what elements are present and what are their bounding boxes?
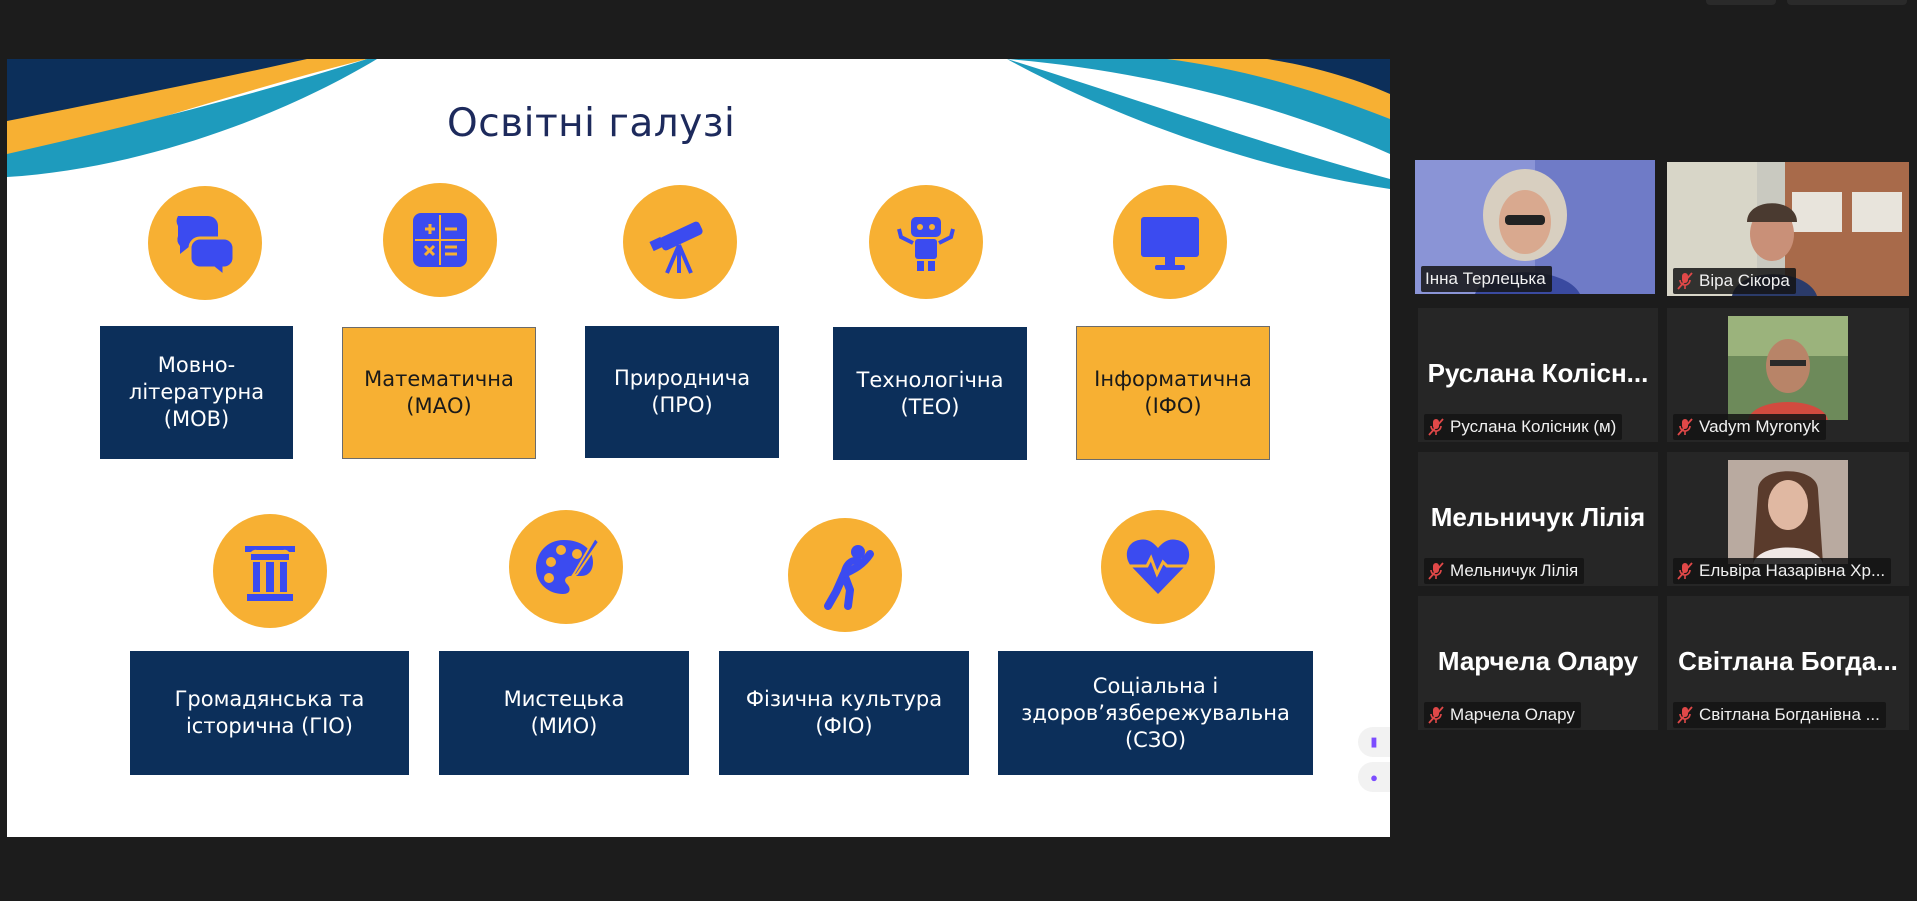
muted-mic-icon [1677,272,1693,290]
telescope-icon [623,185,737,299]
participant-name-label: Світлана Богданівна ... [1673,702,1886,728]
heart-pulse-icon [1101,510,1215,624]
participant-display-name: Руслана Колісн... [1427,358,1649,388]
muted-mic-icon [1428,562,1444,580]
muted-mic-icon [1677,418,1693,436]
participant-tile[interactable]: Марчела Олару Марчела Олару [1418,596,1658,730]
participant-display-name: Марчела Олару [1437,646,1639,676]
participant-tile[interactable]: Мельничук Лілія Мельничук Лілія [1418,452,1658,586]
participant-display-name: Мельничук Лілія [1430,502,1646,532]
participant-video [1728,316,1848,420]
participant-name-label: Інна Терлецька [1421,266,1552,292]
palette-icon [509,510,623,624]
participant-video [1667,162,1909,296]
top-control-2[interactable] [1787,0,1907,5]
participant-name-label: Віра Сікора [1673,268,1796,294]
area-box-mio: Мистецька (МИО) [439,651,689,775]
area-box-fio: Фізична культура (ФІО) [719,651,969,775]
participant-name-label: Мельничук Лілія [1424,558,1585,584]
speech-bubbles-icon [148,186,262,300]
participant-tile[interactable]: Ельвіра Назарівна Хр... [1667,452,1909,586]
participant-tile[interactable]: Vadym Myronyk [1667,308,1909,442]
participant-name-label: Vadym Myronyk [1673,414,1826,440]
shared-slide: Освітні галузі Мовно- літературна (МОВ) … [7,59,1390,837]
muted-mic-icon [1677,562,1693,580]
area-box-mao: Математична (МАО) [342,327,536,459]
participant-tile[interactable]: Світлана Богда... Світлана Богданівна ..… [1667,596,1909,730]
participant-tile[interactable]: Віра Сікора [1667,162,1909,296]
slide-header-waves [7,59,1390,189]
participant-tile[interactable]: Інна Терлецька [1415,160,1655,294]
muted-mic-icon [1677,706,1693,724]
participant-name-label: Марчела Олару [1424,702,1581,728]
side-tool-button-1[interactable]: ▮ [1358,727,1390,757]
area-box-gio: Громадянська та історична (ГІО) [130,651,409,775]
muted-mic-icon [1428,706,1444,724]
area-box-teo: Технологічна (ТЕО) [833,327,1027,460]
side-tool-button-2[interactable]: ● [1358,762,1390,792]
monitor-icon [1113,185,1227,299]
participant-video [1415,160,1655,294]
slide-title: Освітні галузі [447,101,736,146]
area-box-szo: Соціальна і здоров’язбережувальна (СЗО) [998,651,1313,775]
top-control-1[interactable] [1706,0,1776,5]
area-box-ifo: Інформатична (ІФО) [1076,326,1270,460]
area-box-pro: Природнича (ПРО) [585,326,779,458]
robot-icon [869,185,983,299]
participant-video [1728,460,1848,564]
column-icon [213,514,327,628]
participant-display-name: Світлана Богда... [1678,646,1898,676]
participant-tile[interactable]: Руслана Колісн... Руслана Колісник (м) [1418,308,1658,442]
muted-mic-icon [1428,418,1444,436]
participant-name-label: Ельвіра Назарівна Хр... [1673,558,1892,584]
area-box-mov: Мовно- літературна (МОВ) [100,326,293,459]
calculator-icon [383,183,497,297]
stretching-person-icon [788,518,902,632]
participant-name-label: Руслана Колісник (м) [1424,414,1623,440]
